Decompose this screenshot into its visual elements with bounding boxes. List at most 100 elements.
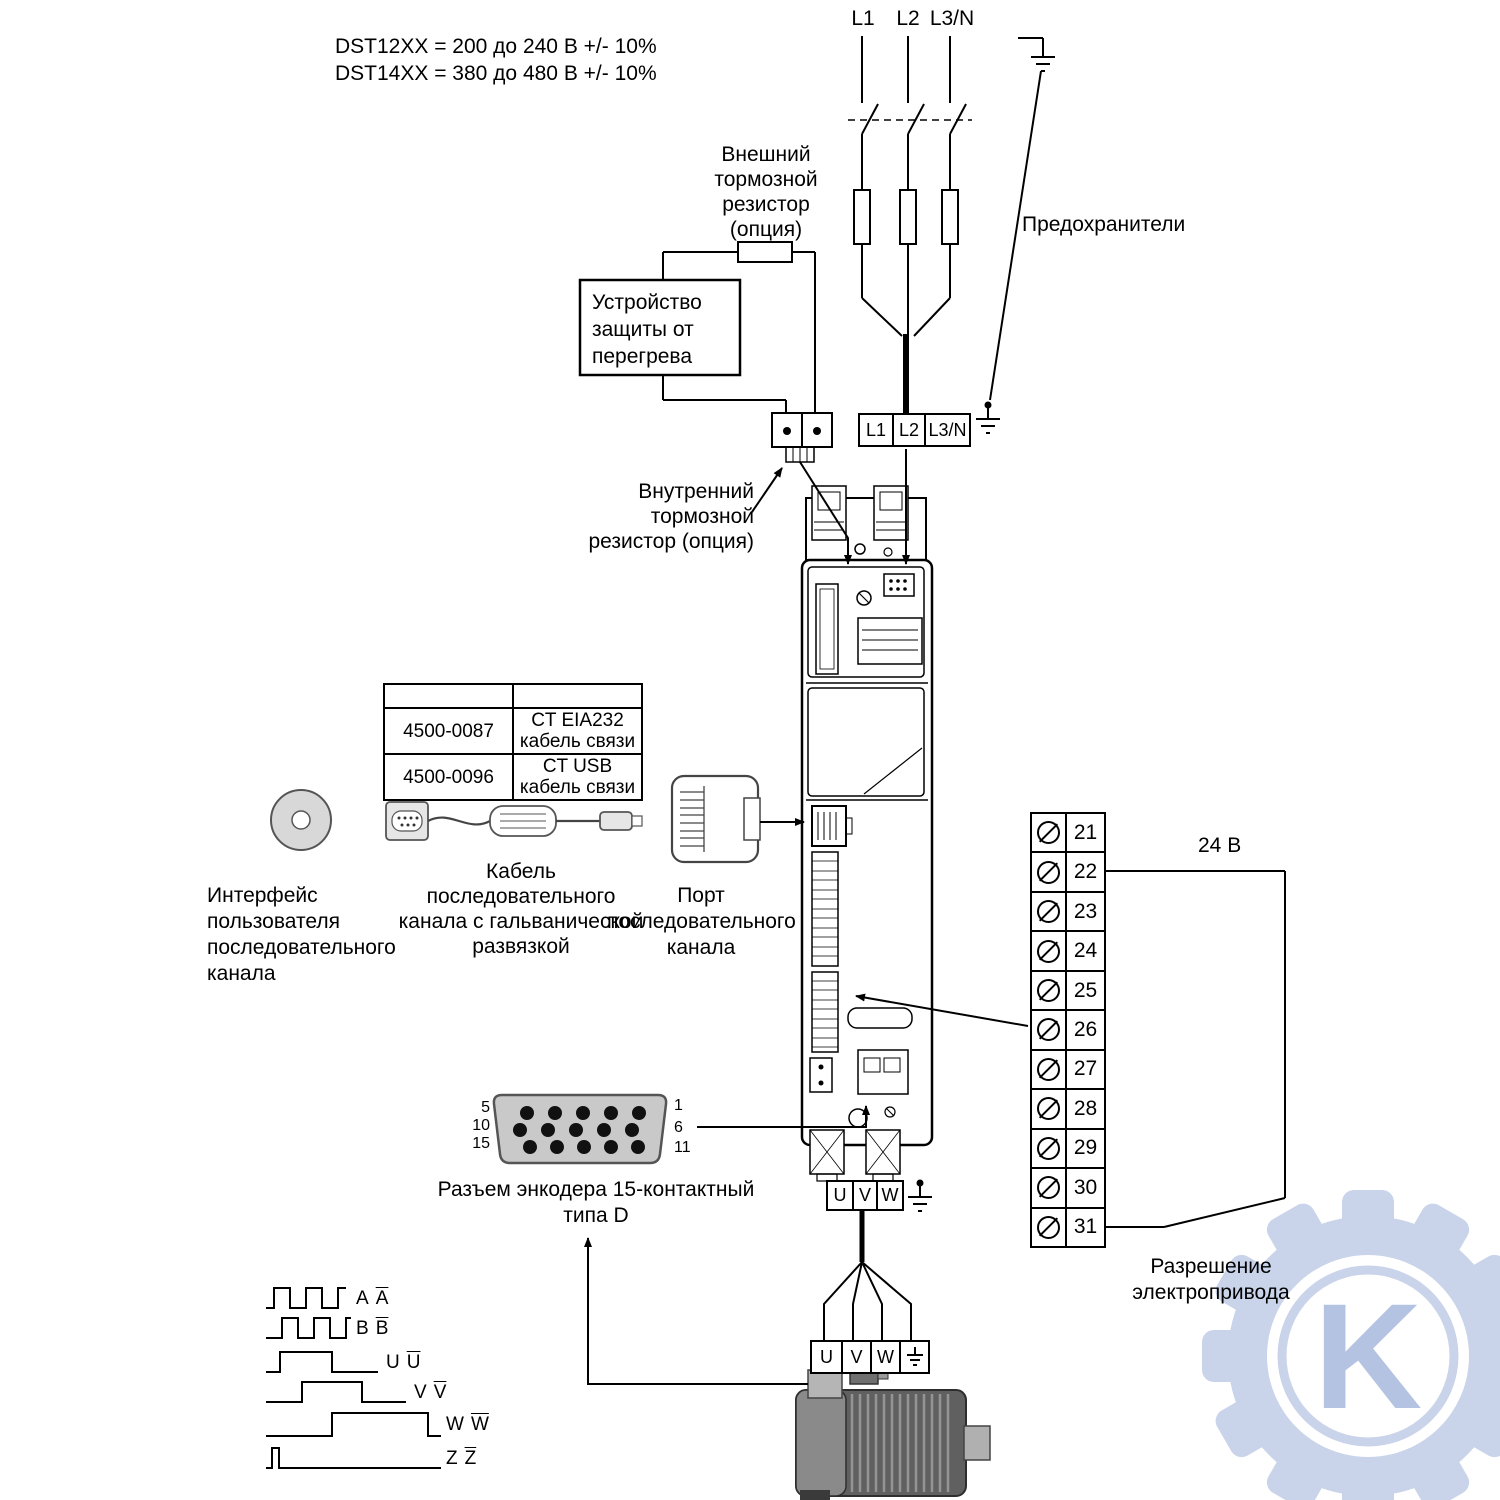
pin-label-15: 15 xyxy=(472,1135,490,1152)
table-row: 4500-0096 CT USB кабель связи xyxy=(383,753,643,801)
screw-terminal-icon xyxy=(1037,1176,1060,1200)
enable-switch-wiring xyxy=(1106,870,1286,1228)
supply-24v-label: 24 В xyxy=(1198,834,1242,857)
serial-port-connector-icon xyxy=(811,805,853,847)
pin-label-6: 6 xyxy=(674,1119,683,1136)
motor-cable xyxy=(823,1211,912,1340)
keypad-icon xyxy=(270,789,332,851)
serial-port-label: Порт последовательного канала xyxy=(607,884,796,959)
motor-terminal-v: V xyxy=(841,1342,870,1372)
table-row: 4500-0087 CT EIA232 кабель связи xyxy=(383,707,643,755)
screw-terminal-icon xyxy=(1037,1018,1060,1042)
cable-description: CT EIA232 кабель связи xyxy=(512,707,643,755)
terminal-number: 24 xyxy=(1065,932,1104,970)
input-terminal-l2: L2 xyxy=(892,415,924,445)
phase-label-l2: L2 xyxy=(896,7,920,30)
output-terminal-v: V xyxy=(852,1182,876,1209)
pin-label-11: 11 xyxy=(674,1139,691,1156)
overheat-device-box xyxy=(578,278,742,377)
watermark-letter: K xyxy=(1313,1272,1423,1440)
screw-terminal-icon xyxy=(1037,939,1060,963)
motor-terminal-u: U xyxy=(820,1346,833,1367)
terminal-number: 26 xyxy=(1065,1011,1104,1049)
phase-label-l1: L1 xyxy=(851,7,875,30)
output-terminal-w: W xyxy=(876,1182,902,1209)
serial-cable-table: 4500-0087 CT EIA232 кабель связи 4500-00… xyxy=(383,683,643,801)
ground-icon-input xyxy=(976,401,1000,434)
motor-terminal-w: W xyxy=(870,1342,899,1372)
voltage-note-line1: DST12XX = 200 до 240 В +/- 10% xyxy=(335,35,657,58)
cable-description: CT USB кабель связи xyxy=(512,753,643,801)
terminal-row: 23 xyxy=(1032,890,1104,931)
terminal-number: 21 xyxy=(1065,814,1104,852)
encoder-waveforms xyxy=(266,1287,441,1469)
screw-terminal-icon xyxy=(1037,1097,1060,1121)
terminal-row: 27 xyxy=(1032,1048,1104,1089)
terminal-number: 31 xyxy=(1065,1208,1104,1246)
pin-label-10: 10 xyxy=(472,1117,490,1134)
cable-part-number: 4500-0096 xyxy=(383,753,514,801)
screw-terminal-icon xyxy=(1037,1215,1060,1239)
terminal-number: 28 xyxy=(1065,1090,1104,1128)
screw-terminal-icon xyxy=(1037,860,1060,884)
terminal-number: 29 xyxy=(1065,1129,1104,1168)
external-brake-label: Внешний тормозной резистор (опция) xyxy=(714,143,818,241)
terminal-row: 29 xyxy=(1032,1127,1104,1168)
encoder-connector-label: Разъем энкодера 15-контактный типа D xyxy=(437,1178,755,1227)
rj45-connector-icon xyxy=(670,774,761,864)
gear-watermark xyxy=(1202,1190,1500,1500)
terminal-row: 25 xyxy=(1032,969,1104,1010)
terminal-number: 25 xyxy=(1065,971,1104,1010)
motor-terminal-block: U V W xyxy=(810,1340,930,1374)
terminal-row: 26 xyxy=(1032,1009,1104,1049)
brake-terminal-block xyxy=(771,412,833,463)
terminal-row: 24 xyxy=(1032,930,1104,970)
control-terminals-icon xyxy=(811,851,839,1053)
terminal-number: 27 xyxy=(1065,1050,1104,1089)
pin-label-5: 5 xyxy=(481,1099,490,1116)
drive-enable-label: Разрешение электропривода xyxy=(1132,1255,1290,1304)
phase-label-l3n: L3/N xyxy=(929,7,975,30)
input-terminal-l3n: L3/N xyxy=(924,415,969,445)
serial-interface-label: Интерфейс пользователя последовательного… xyxy=(207,884,396,985)
input-terminal-l1: L1 xyxy=(865,419,887,440)
external-brake-circuit xyxy=(578,241,816,413)
ground-wire xyxy=(989,70,1042,401)
pin-label-1: 1 xyxy=(674,1097,683,1114)
control-terminal-strip: 21 22 23 24 25 26 27 28 29 30 31 xyxy=(1030,812,1106,1248)
ground-icon xyxy=(906,1347,923,1366)
mains-wiring xyxy=(848,36,972,414)
terminal-number: 22 xyxy=(1065,853,1104,891)
terminal-row: 30 xyxy=(1032,1167,1104,1207)
terminal-row: 28 xyxy=(1032,1088,1104,1128)
screw-terminal-icon xyxy=(1037,1057,1060,1081)
overheat-device-label: Устройство защиты от перегрева xyxy=(592,291,702,368)
screw-terminal-icon xyxy=(1037,979,1060,1003)
cable-part-number: 4500-0087 xyxy=(383,707,514,755)
input-terminal-block: L1 L2 L3/N xyxy=(858,413,971,447)
table-row xyxy=(383,683,643,709)
fuses-label: Предохранители xyxy=(1022,213,1186,236)
terminal-row: 22 xyxy=(1032,851,1104,891)
motor-shaft xyxy=(963,1425,991,1461)
terminal-row: 31 xyxy=(1032,1206,1104,1246)
serial-cable-icon xyxy=(385,801,643,841)
terminal-number: 30 xyxy=(1065,1169,1104,1207)
dsub15-connector-icon xyxy=(492,1093,668,1165)
motor-encoder-icon xyxy=(807,1369,843,1399)
screw-terminal-icon xyxy=(1037,900,1060,924)
ground-icon-top xyxy=(1018,37,1055,72)
fuse-icons xyxy=(853,189,959,245)
voltage-note-line2: DST14XX = 380 до 480 В +/- 10% xyxy=(335,62,657,85)
motor-terminal-ground xyxy=(899,1342,928,1372)
screw-terminal-icon xyxy=(1037,821,1060,845)
brake-resistor-icon xyxy=(737,241,793,263)
